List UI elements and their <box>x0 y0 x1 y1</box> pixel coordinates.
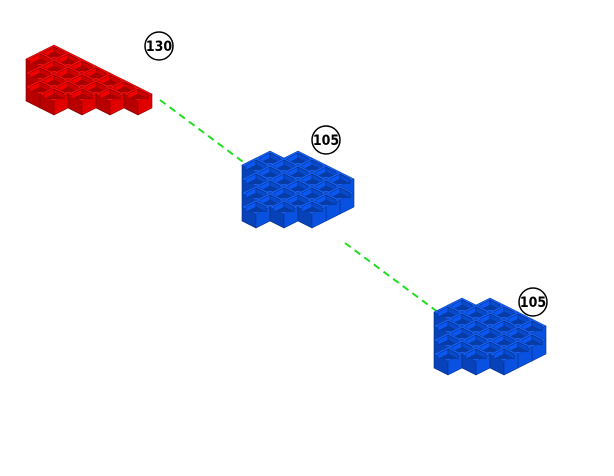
count-badge-bottom: 105 <box>519 288 547 316</box>
count-badge-bottom-label: 105 <box>520 295 546 311</box>
count-badge-top: 130 <box>145 32 173 60</box>
count-badge-middle-label: 105 <box>313 133 339 149</box>
count-badge-middle: 105 <box>312 126 340 154</box>
blue-cell-cluster-middle <box>242 151 354 228</box>
count-badge-top-label: 130 <box>146 39 173 55</box>
red-cell-cluster <box>26 45 152 115</box>
